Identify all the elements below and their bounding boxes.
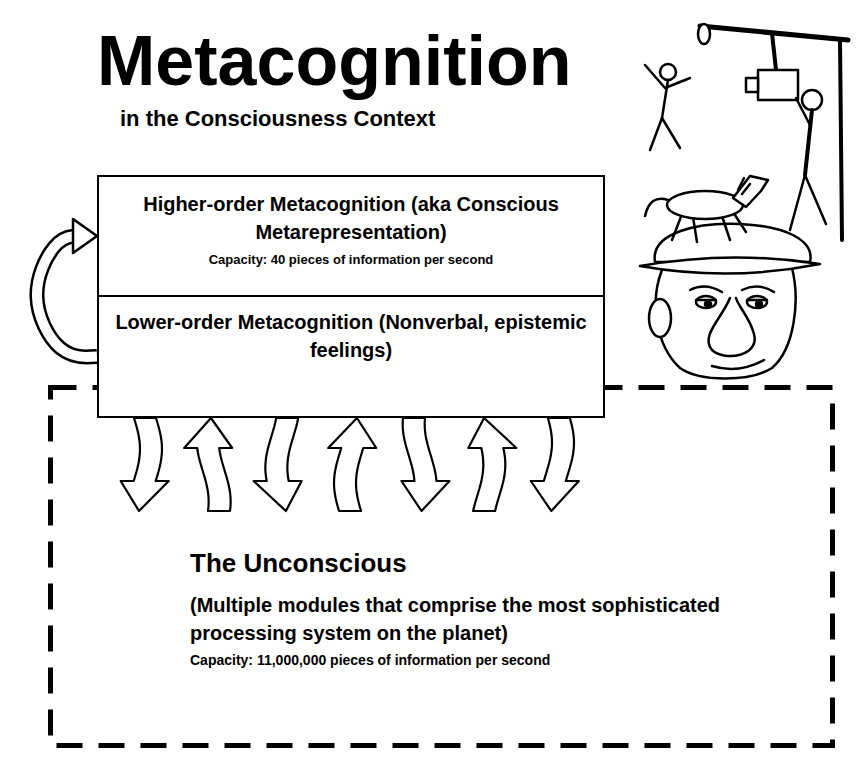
process-box: Lower-order Metacognition (Nonverbal, ep… (97, 295, 605, 418)
metacognition-heading: Lower-order Metacognition (Nonverbal, ep… (115, 309, 587, 364)
camera-lens (746, 78, 758, 92)
flow-arrow (531, 418, 579, 511)
eye (696, 296, 716, 308)
label-block: in the Consciousness Context (120, 106, 435, 132)
acrobat-arms (645, 65, 690, 88)
flow-arrow (468, 418, 516, 511)
operator-arm (796, 98, 810, 125)
mouth (712, 360, 764, 369)
block-arrow (401, 418, 449, 511)
loop-arrow-outline (37, 236, 97, 357)
block-arrow (328, 418, 376, 511)
region-heading: The Unconscious (190, 547, 795, 581)
loop-arrow-fill (37, 236, 97, 357)
acrobat-legs (650, 118, 680, 150)
camera-body (758, 70, 798, 100)
pupil (705, 301, 711, 307)
horse-leg (693, 217, 697, 242)
block-arrow (468, 418, 516, 511)
ear (649, 299, 671, 337)
title-block: Metacognition (97, 26, 571, 96)
block-arrow (254, 418, 302, 511)
horse-mane (738, 178, 750, 194)
block-arrow (121, 418, 169, 511)
cap-brim (640, 257, 820, 273)
acrobat-figure (645, 64, 690, 150)
eyebrow (742, 286, 774, 292)
process-box: Higher-order Metacognition (aka Consciou… (97, 175, 605, 297)
face-outline (656, 268, 796, 379)
capacity-note: Capacity: 11,000,000 pieces of informati… (190, 651, 795, 669)
boom-microphone (698, 24, 710, 44)
crane-post (840, 40, 842, 240)
acrobat-head (660, 64, 676, 80)
metacognition-heading: Higher-order Metacognition (aka Consciou… (115, 191, 587, 246)
block-arrow (531, 418, 579, 511)
horse-tail (645, 199, 668, 216)
flow-arrow (401, 418, 449, 511)
capacity-note: Capacity: 40 pieces of information per s… (115, 252, 587, 269)
flow-arrow (184, 418, 232, 511)
horse-body (667, 191, 743, 219)
horse-figure (645, 176, 768, 242)
horse-leg (722, 216, 730, 240)
flow-arrow (254, 418, 302, 511)
operator-legs (790, 175, 826, 230)
subtitle: in the Consciousness Context (120, 106, 435, 132)
pupil (756, 301, 762, 307)
flow-arrow (121, 418, 169, 511)
eyebrow (690, 286, 722, 292)
dashed-outline (51, 388, 833, 746)
nose (708, 298, 754, 356)
diagram-title: Metacognition (97, 26, 571, 96)
dashed-border (48, 385, 835, 748)
flow-arrow (328, 418, 376, 511)
eye (747, 296, 767, 308)
cartoon-man (640, 224, 820, 379)
horse-leg (672, 214, 682, 240)
camera-operator-figure (698, 24, 848, 240)
dashed-region: The Unconscious (Multiple modules that co… (48, 385, 835, 748)
region-description: (Multiple modules that comprise the most… (190, 591, 795, 647)
camera-mount (772, 33, 776, 70)
arrowhead (73, 219, 97, 253)
feedback-loop-arrow (37, 219, 97, 357)
horse-head (733, 176, 768, 207)
block-arrow (184, 418, 232, 511)
operator-head (802, 90, 822, 110)
